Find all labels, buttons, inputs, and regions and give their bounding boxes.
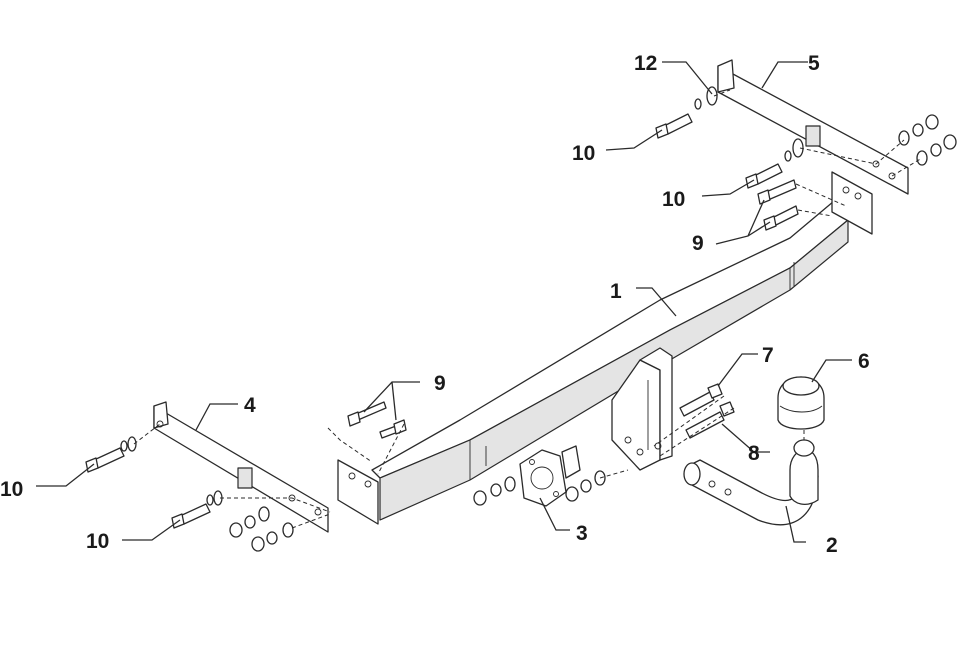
socket-plate-part-3 (519, 445, 581, 507)
callout-1: 1 (610, 280, 622, 303)
callout-8: 8 (748, 442, 760, 465)
callout-10-top-right: 10 (572, 142, 595, 165)
callout-labels: 1 2 3 4 5 6 7 8 9 9 10 10 10 10 12 (0, 52, 870, 557)
callout-2: 2 (826, 534, 838, 557)
assembly-lines (133, 89, 923, 529)
center-bracket (611, 347, 673, 471)
callout-5: 5 (808, 52, 820, 75)
callout-6: 6 (858, 350, 870, 373)
callout-12: 12 (634, 52, 657, 75)
ball-cap-part-6 (777, 376, 825, 430)
callout-7: 7 (762, 344, 774, 367)
callout-3: 3 (576, 522, 588, 545)
callout-9-right: 9 (692, 232, 704, 255)
callout-10-mid-right: 10 (662, 188, 685, 211)
callout-10-left-upper: 10 (0, 478, 23, 501)
callout-10-left-lower: 10 (86, 530, 109, 553)
cross-beam-part-1 (337, 171, 873, 525)
leader-lines (36, 61, 852, 543)
left-bracket-part-4 (153, 401, 329, 533)
callout-4: 4 (244, 394, 256, 417)
callout-9-left: 9 (434, 372, 446, 395)
fasteners (85, 86, 957, 552)
right-bracket-part-5 (717, 59, 909, 195)
